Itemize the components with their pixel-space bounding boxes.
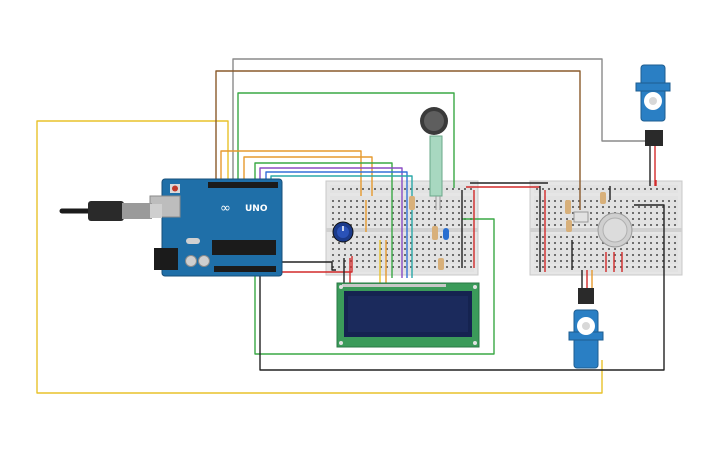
wire-green-bottom[interactable]	[254, 218, 495, 355]
wire-purple[interactable]	[259, 167, 403, 278]
wire-orange-1[interactable]	[220, 150, 362, 196]
usb-cable-icon[interactable]	[59, 201, 162, 221]
wire-black-bottom[interactable]	[259, 204, 665, 371]
wire-yellow-loop[interactable]	[36, 120, 603, 394]
force-sensor-icon[interactable]	[420, 107, 448, 210]
wires	[36, 58, 665, 394]
servo-bottom-icon[interactable]	[568, 288, 604, 369]
arduino-logo-icon: ∞	[220, 201, 231, 216]
gas-sensor-icon[interactable]	[565, 192, 633, 248]
arduino-uno-label: UNO	[245, 204, 268, 214]
wire-gray-top[interactable]	[232, 58, 650, 186]
lcd-display-icon[interactable]	[336, 282, 480, 348]
potentiometer-icon[interactable]	[332, 221, 354, 243]
wire-green-sensor[interactable]	[237, 92, 455, 188]
resistors-left[interactable]	[409, 196, 449, 270]
wire-brown[interactable]	[215, 70, 581, 210]
wire-black-gnd[interactable]	[240, 261, 336, 271]
servo-top-icon[interactable]	[635, 64, 671, 146]
wire-green-2[interactable]	[254, 162, 393, 278]
arduino-uno-board[interactable]: ∞ UNO	[149, 178, 283, 277]
